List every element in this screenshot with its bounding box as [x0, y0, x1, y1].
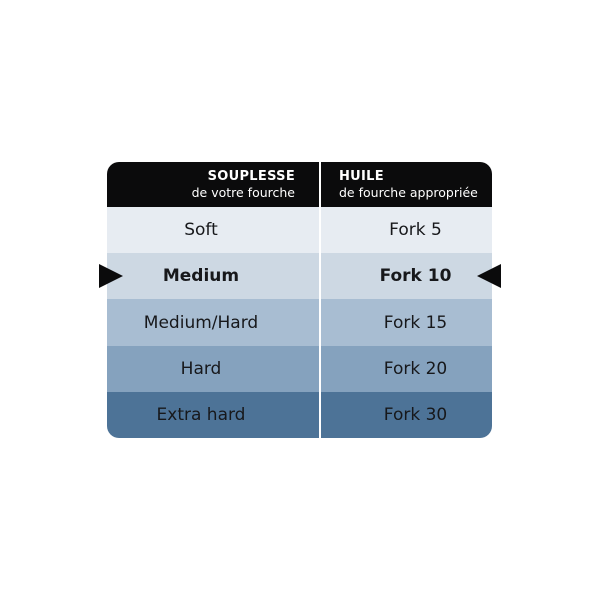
table-row-hard: Hard Fork 20 [107, 345, 492, 392]
souplesse-cell: Medium/Hard [107, 299, 321, 346]
huile-cell: Fork 30 [383, 404, 448, 425]
left-pointing-triangle-icon [477, 264, 501, 288]
table-row-medium-hard: Medium/Hard Fork 15 [107, 299, 492, 346]
souplesse-column-title: SOUPLESSE [207, 168, 295, 184]
table-row-medium: Medium Fork 10 [107, 253, 492, 300]
table-row-extra-hard: Extra hard Fork 30 [107, 391, 492, 438]
right-pointing-triangle-icon [99, 264, 123, 288]
huile-column-subtitle: de fourche appropriée [339, 184, 478, 200]
table-row-soft: Soft Fork 5 [107, 207, 492, 254]
huile-cell: Fork 20 [383, 358, 448, 379]
header-cell-huile: HUILE de fourche appropriée [321, 162, 492, 207]
souplesse-cell: Extra hard [107, 391, 321, 438]
souplesse-cell: Soft [107, 207, 321, 254]
huile-cell: Fork 5 [389, 220, 442, 241]
header-cell-souplesse: SOUPLESSE de votre fourche [107, 162, 321, 207]
huile-column-title: HUILE [339, 168, 384, 184]
souplesse-cell: Hard [107, 345, 321, 392]
souplesse-column-subtitle: de votre fourche [191, 184, 295, 200]
huile-cell: Fork 10 [379, 266, 452, 287]
table-header-row: SOUPLESSE de votre fourche HUILE de four… [107, 162, 492, 207]
souplesse-cell: Medium [107, 253, 321, 300]
huile-cell: Fork 15 [383, 312, 448, 333]
fork-oil-table: SOUPLESSE de votre fourche HUILE de four… [107, 162, 492, 438]
